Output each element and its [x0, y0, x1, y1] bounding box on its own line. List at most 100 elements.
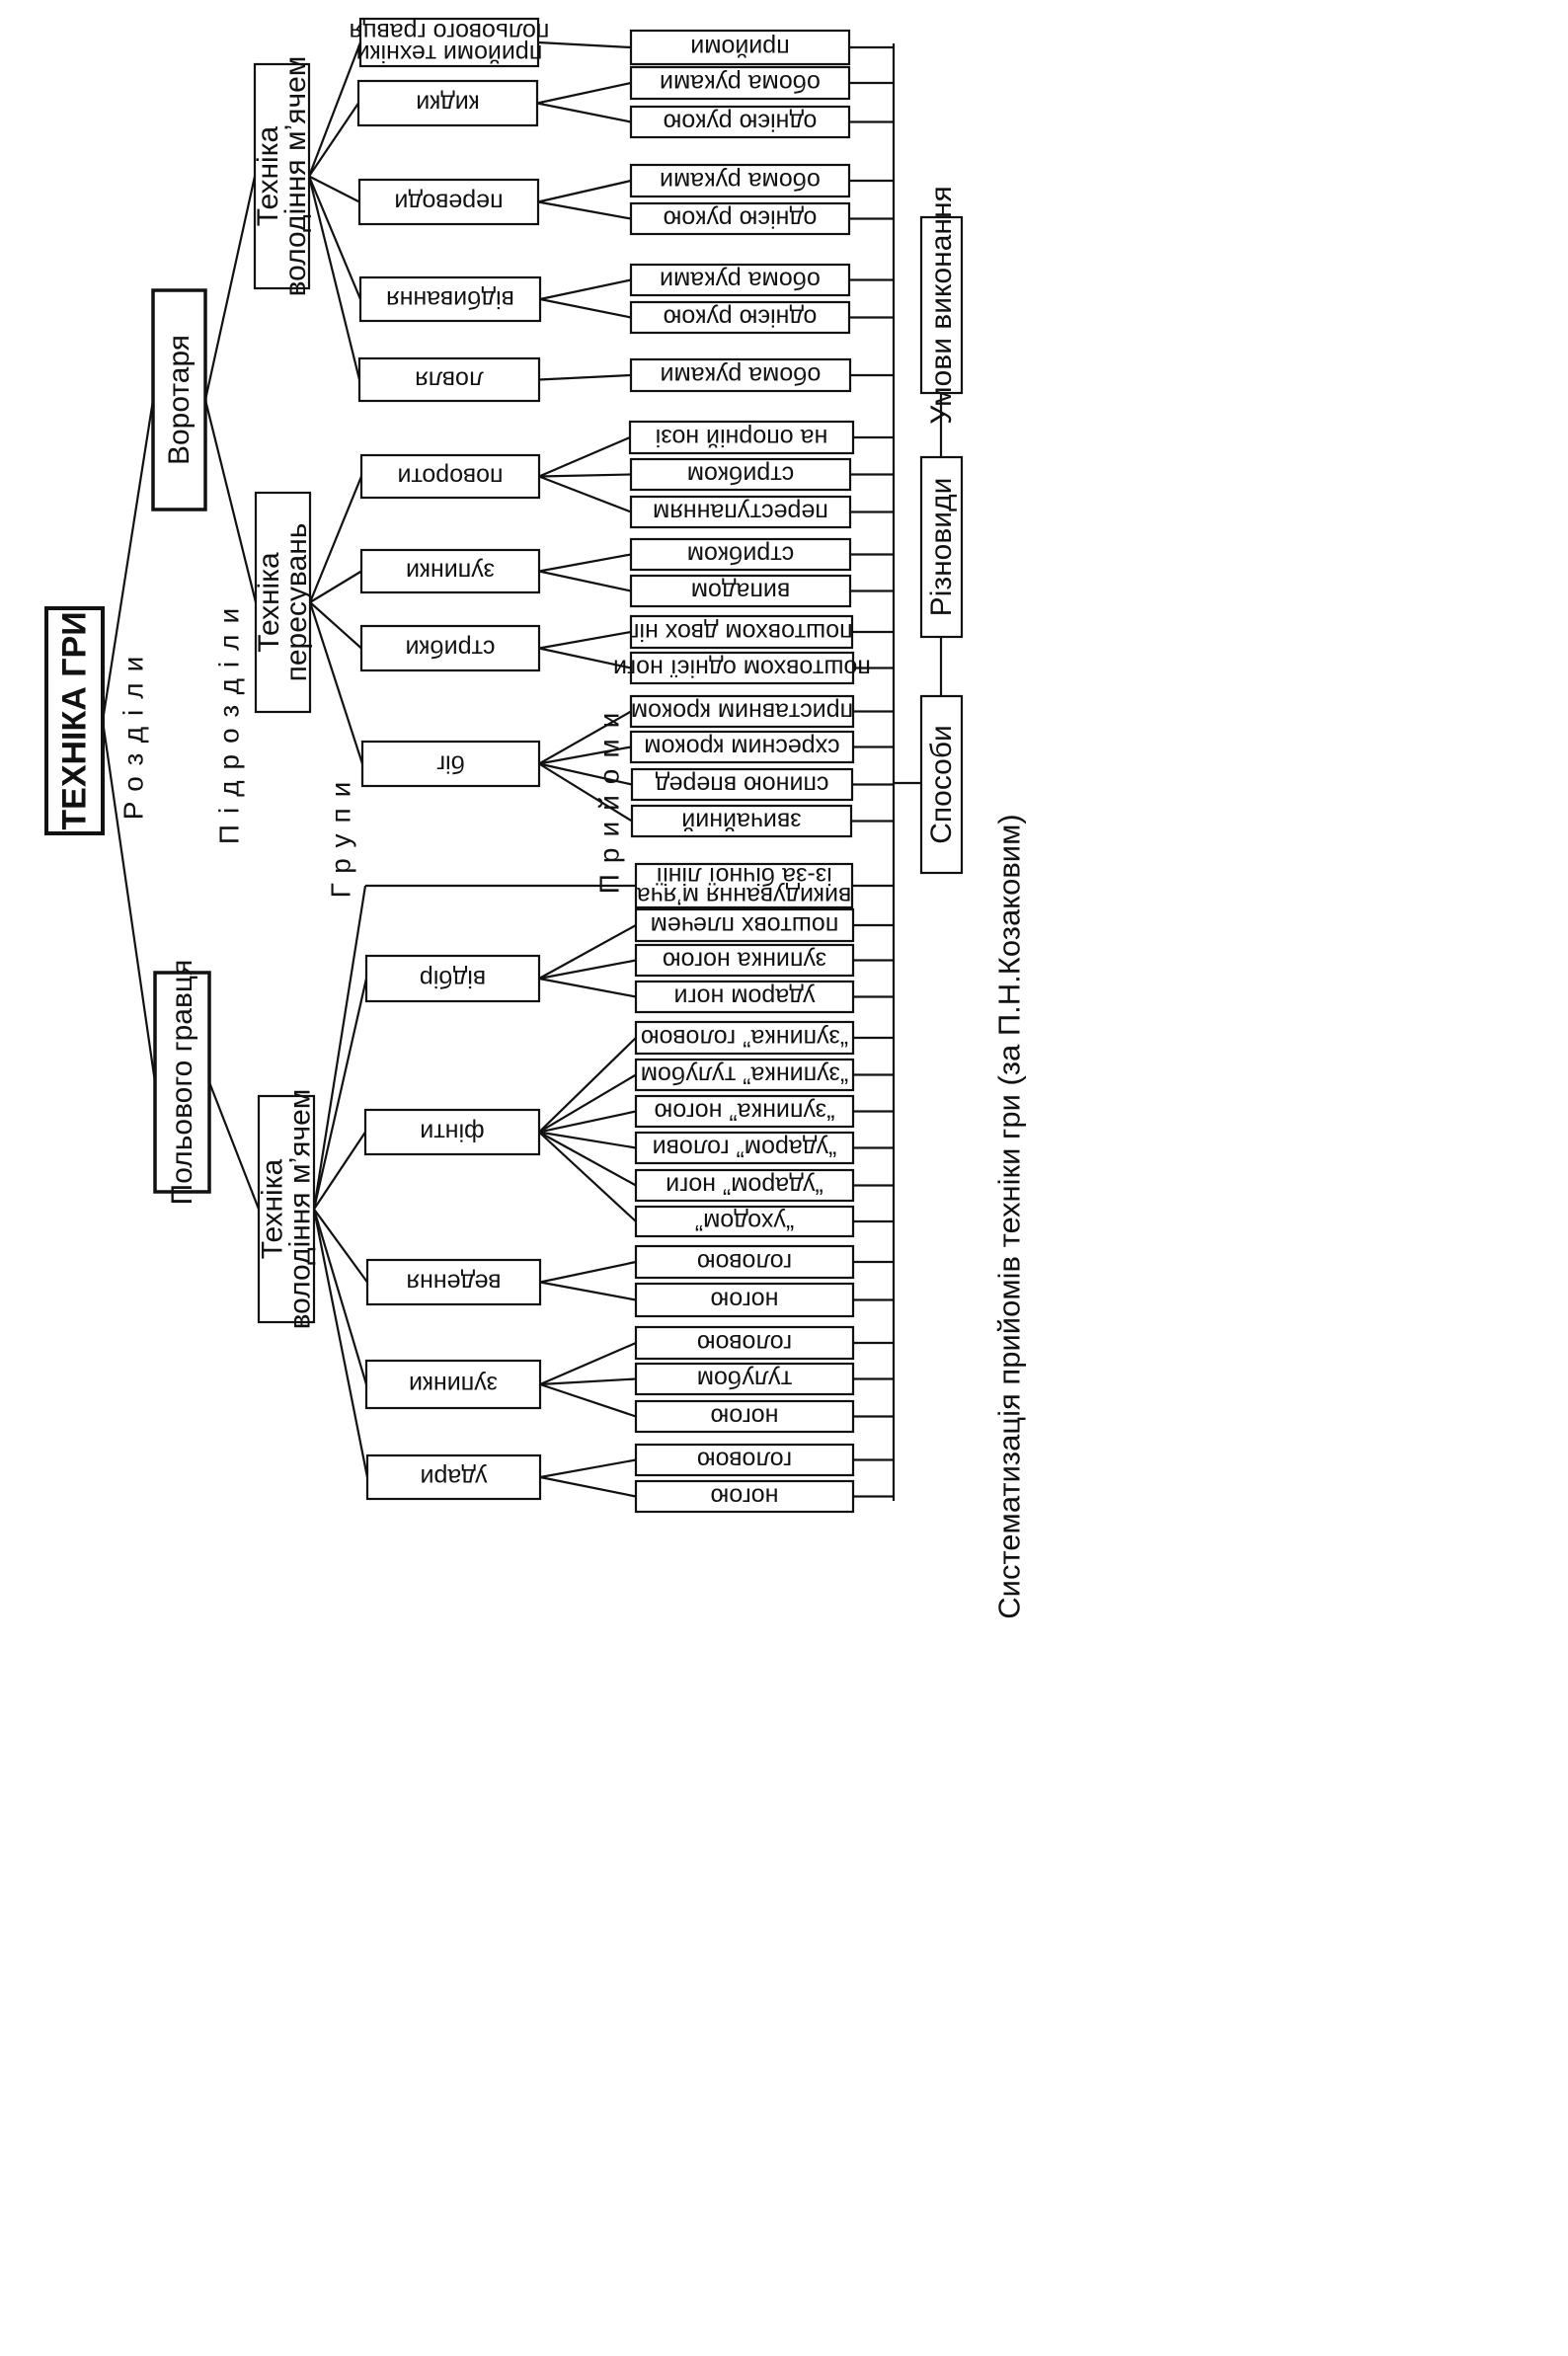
technique-leaf-box-label: поштовхом однієї ноги	[613, 655, 871, 682]
level-label-sections: Розділи	[118, 646, 149, 820]
connector-line	[101, 720, 157, 1083]
technique-leaf-box-frame	[629, 65, 851, 101]
legend-box-frame	[919, 215, 964, 395]
technique-leaf-box-label: тулубом	[697, 1366, 792, 1393]
technique-leaf-box-frame	[629, 357, 852, 393]
subsection-fp-ball-box-label: Технікаволодіння м’ячем	[257, 1089, 317, 1330]
connector-line	[312, 978, 368, 1210]
section-goalkeeper-box-label: Воротаря	[163, 335, 196, 465]
group-box-label: відбивання	[386, 285, 514, 313]
technique-leaf-box: стрибком	[629, 457, 852, 492]
connector-line	[313, 1131, 366, 1211]
technique-leaf-box: “зупинка” ногою	[634, 1094, 855, 1129]
connector-line	[539, 278, 632, 301]
connector-line	[207, 1081, 261, 1210]
connector-line	[203, 176, 257, 401]
connector-line	[538, 630, 632, 650]
technique-leaf-box-label: переступанням	[653, 499, 828, 526]
group-box-label: прийоми технікипольового гравця	[350, 18, 550, 67]
group-box-label: фінти	[420, 1119, 484, 1146]
connector-line	[538, 1073, 637, 1134]
technique-leaf-box: переступанням	[629, 495, 852, 529]
subsection-movement-box: Технікапересувань	[253, 491, 313, 714]
technique-leaf-box-label: ногою	[711, 1287, 779, 1314]
connector-line	[538, 647, 632, 669]
connector-line	[539, 1377, 637, 1386]
connector-line	[307, 41, 362, 177]
group-box-label: ловля	[415, 366, 484, 394]
subsection-gk-ball-box-label: Технікаволодіння м’ячем	[252, 56, 312, 297]
technique-leaf-box-frame	[629, 537, 852, 572]
technique-leaf-box-label: звичайний	[681, 808, 801, 835]
technique-leaf-box-label: ногою	[711, 1403, 779, 1431]
section-field-player-box-frame	[153, 971, 211, 1194]
technique-leaf-box-label: поштовхом двох ніг	[630, 618, 852, 646]
level-label-techniques: Прийоми	[594, 702, 625, 894]
connector-line	[312, 885, 367, 1210]
group-box: переводи	[357, 178, 540, 226]
technique-leaf-box-label: “уходом”	[695, 1208, 794, 1235]
connector-line	[537, 40, 632, 49]
technique-leaf-box-frame	[628, 420, 855, 455]
group-box-label: стрибки	[405, 635, 495, 663]
technique-leaf-box-frame	[629, 201, 851, 236]
technique-leaf-box: поштовх плечем	[634, 907, 855, 943]
technique-leaf-box: “ударом” ноги	[634, 1168, 855, 1203]
technique-leaf-box: тулубом	[634, 1362, 855, 1396]
technique-leaf-box-frame	[629, 163, 851, 198]
technique-leaf-box-label: стрибком	[687, 541, 794, 569]
connector-line	[538, 1110, 637, 1134]
technique-leaf-box-frame	[634, 1020, 855, 1056]
group-box-label: зупинки	[406, 558, 495, 586]
legend-box: Різновиди	[919, 455, 964, 639]
connector-line	[307, 176, 361, 380]
group-box: кидки	[356, 79, 539, 127]
subsection-fp-ball-box-frame	[257, 1094, 316, 1324]
technique-leaf-box-label: ударом ноги	[674, 983, 816, 1011]
technique-leaf-box: “уходом”	[634, 1205, 855, 1238]
legend-box-frame	[919, 455, 964, 639]
connector-line	[538, 435, 631, 478]
technique-leaf-box-label: прийоми	[690, 34, 789, 61]
group-box: фінти	[363, 1108, 541, 1156]
group-box-label: зупинки	[409, 1371, 498, 1398]
connector-line	[538, 1131, 637, 1149]
technique-leaf-box-frame	[634, 1168, 855, 1203]
technique-leaf-box-frame	[629, 300, 851, 335]
connector-line	[308, 102, 359, 178]
group-box-label: ведення	[407, 1269, 502, 1296]
technique-leaf-box: спиною вперед	[630, 767, 854, 802]
connector-line	[537, 179, 632, 203]
legend-box: Умови виконання	[919, 186, 964, 425]
connector-line	[538, 1131, 637, 1187]
group-box-label: переводи	[394, 189, 503, 216]
connector-line	[308, 476, 363, 603]
technique-leaf-box: “зупинка” головою	[634, 1020, 855, 1056]
legend-box: Способи	[919, 694, 964, 875]
connector-line	[536, 81, 632, 105]
connector-line	[309, 601, 362, 650]
root-technique-box-frame	[44, 606, 105, 835]
group-box-frame	[359, 624, 541, 672]
technique-leaf-box-label: схресним кроком	[644, 734, 839, 761]
root-technique-box-label: ТЕХНІКА ГРИ	[56, 611, 94, 829]
technique-leaf-box-frame	[634, 1362, 855, 1396]
technique-leaf-box-label: “зупинка” головою	[641, 1024, 848, 1052]
technique-leaf-box-frame	[634, 1443, 855, 1477]
technique-leaf-box-label: головою	[697, 1329, 792, 1357]
technique-leaf-box-label: “ударом” голови	[653, 1135, 837, 1162]
group-box-frame	[365, 1258, 542, 1306]
technique-leaf-box-label: однією рукою	[664, 304, 818, 332]
technique-leaf-box-label: стрибком	[687, 461, 794, 489]
technique-leaf-box-label: обома руками	[660, 267, 821, 294]
technique-leaf-box-label: “зупинка” тулубом	[641, 1061, 848, 1089]
technique-leaf-box: викидування м’ячаіз-за бічної лінії	[634, 862, 854, 909]
connector-line	[538, 1037, 637, 1134]
group-box: повороти	[359, 453, 541, 500]
technique-leaf-box-label: “ударом” ноги	[666, 1172, 823, 1200]
technique-leaf-box-frame	[634, 1131, 855, 1165]
group-box-label: кидки	[416, 90, 479, 118]
technique-leaf-box-frame	[634, 1282, 855, 1318]
connector-line	[538, 373, 632, 381]
